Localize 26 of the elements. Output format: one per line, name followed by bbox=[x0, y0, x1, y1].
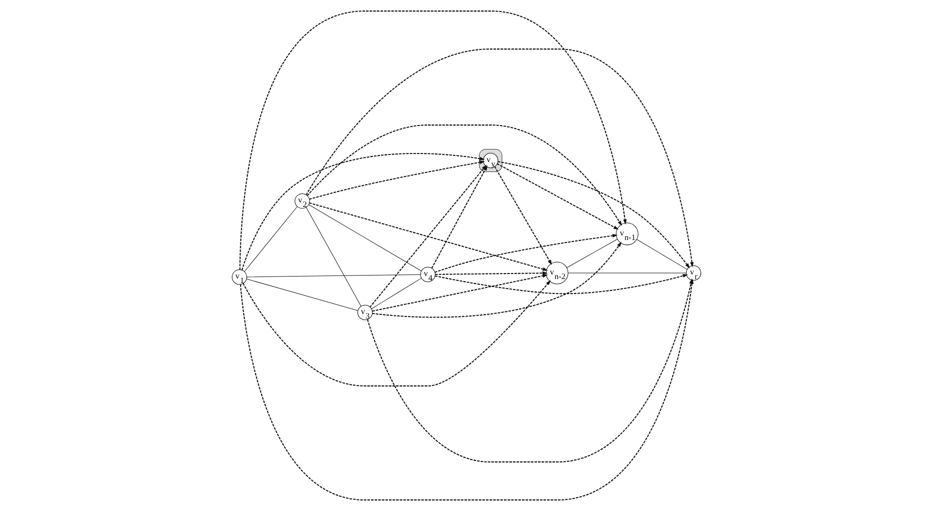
arrow bbox=[372, 274, 548, 312]
connector bbox=[244, 206, 298, 272]
connector bbox=[636, 238, 687, 270]
connector bbox=[246, 274, 420, 277]
connector bbox=[305, 206, 361, 306]
arrow bbox=[369, 164, 486, 307]
arrow bbox=[240, 152, 484, 270]
connector bbox=[370, 277, 422, 309]
connector bbox=[246, 278, 358, 310]
arrow bbox=[306, 124, 622, 226]
arrow bbox=[496, 162, 618, 230]
arrow bbox=[308, 160, 484, 200]
arrow bbox=[242, 280, 550, 386]
arrow bbox=[434, 274, 688, 294]
arrow bbox=[238, 10, 626, 270]
arrow bbox=[308, 202, 548, 270]
arrow bbox=[372, 241, 622, 318]
connector bbox=[566, 238, 618, 268]
arrow bbox=[434, 233, 618, 272]
arrow bbox=[434, 270, 548, 274]
arrow bbox=[497, 160, 690, 268]
arrow bbox=[305, 48, 694, 267]
arrow bbox=[494, 166, 552, 265]
connector bbox=[308, 204, 422, 271]
connector bbox=[567, 272, 686, 273]
arrow bbox=[430, 164, 487, 268]
